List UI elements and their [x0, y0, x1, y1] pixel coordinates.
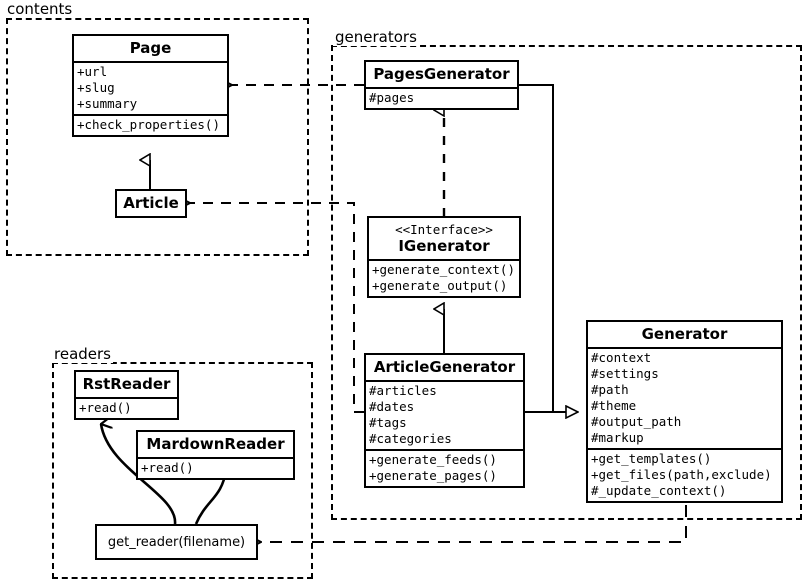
contents-package — [6, 18, 309, 256]
class-articlegenerator-title: ArticleGenerator — [373, 358, 516, 376]
function-get-reader[interactable]: get_reader(filename) — [95, 524, 258, 560]
class-article-title: Article — [123, 194, 179, 212]
method-row: +get_templates() — [591, 451, 712, 466]
method-row: +generate_pages() — [369, 468, 497, 483]
method-row: +generate_context() — [372, 262, 515, 277]
method-row: +get_files(path,exclude) — [591, 467, 772, 482]
class-generator-methods: +get_templates() +get_files(path,exclude… — [588, 448, 781, 501]
method-row: +generate_output() — [372, 278, 508, 293]
class-generator-attributes: #context #settings #path #theme #output_… — [588, 347, 781, 448]
class-rstreader-title: RstReader — [82, 375, 171, 393]
attribute-row: #articles — [369, 383, 437, 398]
attribute-row: #dates — [369, 399, 415, 414]
method-row: +read() — [79, 400, 132, 415]
attribute-row: +url — [77, 64, 108, 79]
readers-package-label: readers — [52, 345, 113, 363]
class-page-attributes: +url +slug +summary — [74, 61, 227, 114]
attribute-row: #theme — [591, 398, 637, 413]
class-pagesgenerator-title: PagesGenerator — [373, 65, 510, 83]
generators-package — [331, 45, 802, 520]
method-row: +read() — [141, 460, 194, 475]
attribute-row: #settings — [591, 366, 659, 381]
attribute-row: +slug — [77, 80, 115, 95]
class-igenerator[interactable]: <<Interface>> IGenerator +generate_conte… — [367, 216, 521, 298]
class-article[interactable]: Article — [115, 189, 187, 218]
attribute-row: #tags — [369, 415, 407, 430]
class-igenerator-title: <<Interface>> IGenerator — [369, 218, 519, 259]
attribute-row: #path — [591, 382, 629, 397]
method-row: +check_properties() — [77, 117, 220, 132]
class-articlegenerator[interactable]: ArticleGenerator #articles #dates #tags … — [364, 353, 525, 488]
attribute-row: #markup — [591, 430, 644, 445]
attribute-row: #pages — [369, 90, 415, 105]
attribute-row: #categories — [369, 431, 452, 446]
class-page[interactable]: Page +url +slug +summary +check_properti… — [72, 34, 229, 137]
attribute-row: +summary — [77, 96, 138, 111]
class-igenerator-methods: +generate_context() +generate_output() — [369, 259, 519, 296]
class-rstreader-methods: +read() — [76, 397, 177, 418]
class-articlegenerator-methods: +generate_feeds() +generate_pages() — [366, 449, 523, 486]
class-page-title: Page — [129, 39, 172, 57]
class-page-methods: +check_properties() — [74, 114, 227, 135]
attribute-row: #context — [591, 350, 652, 365]
function-get-reader-label: get_reader(filename) — [107, 534, 246, 550]
readers-package — [52, 362, 313, 579]
class-mardownreader-title: MardownReader — [146, 435, 285, 453]
class-pagesgenerator-attributes: #pages — [366, 87, 517, 108]
generators-package-label: generators — [333, 28, 419, 46]
attribute-row: #output_path — [591, 414, 682, 429]
class-rstreader[interactable]: RstReader +read() — [74, 370, 179, 420]
class-articlegenerator-attributes: #articles #dates #tags #categories — [366, 380, 523, 449]
class-generator-title: Generator — [641, 325, 728, 343]
class-generator[interactable]: Generator #context #settings #path #them… — [586, 320, 783, 503]
class-mardownreader-methods: +read() — [138, 457, 293, 478]
method-row: +generate_feeds() — [369, 452, 497, 467]
class-igenerator-name: IGenerator — [398, 237, 490, 255]
class-igenerator-stereotype: <<Interface>> — [395, 222, 493, 237]
class-pagesgenerator[interactable]: PagesGenerator #pages — [364, 60, 519, 110]
contents-package-label: contents — [5, 0, 75, 18]
method-row: #_update_context() — [591, 483, 727, 498]
class-mardownreader[interactable]: MardownReader +read() — [136, 430, 295, 480]
